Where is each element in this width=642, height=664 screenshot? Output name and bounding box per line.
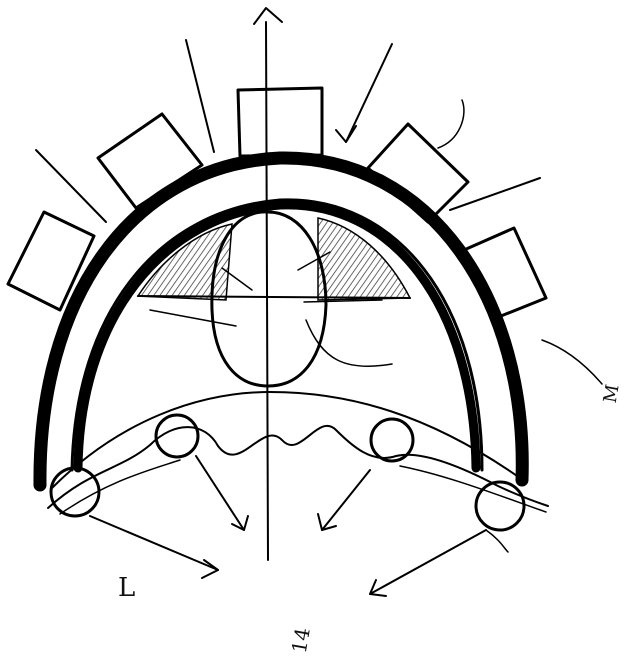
circle-right-inner: [371, 419, 413, 461]
label-bottom-left: L: [118, 573, 135, 603]
hatched-region-right: [318, 218, 410, 300]
block-top: [238, 88, 322, 156]
block-upper-left: [98, 114, 202, 208]
block-right: [464, 228, 546, 318]
circle-right-outer: [476, 482, 524, 530]
label-right-margin: M: [600, 383, 624, 405]
circle-left-outer: [51, 468, 99, 516]
label-bottom-center: 14: [287, 626, 315, 655]
